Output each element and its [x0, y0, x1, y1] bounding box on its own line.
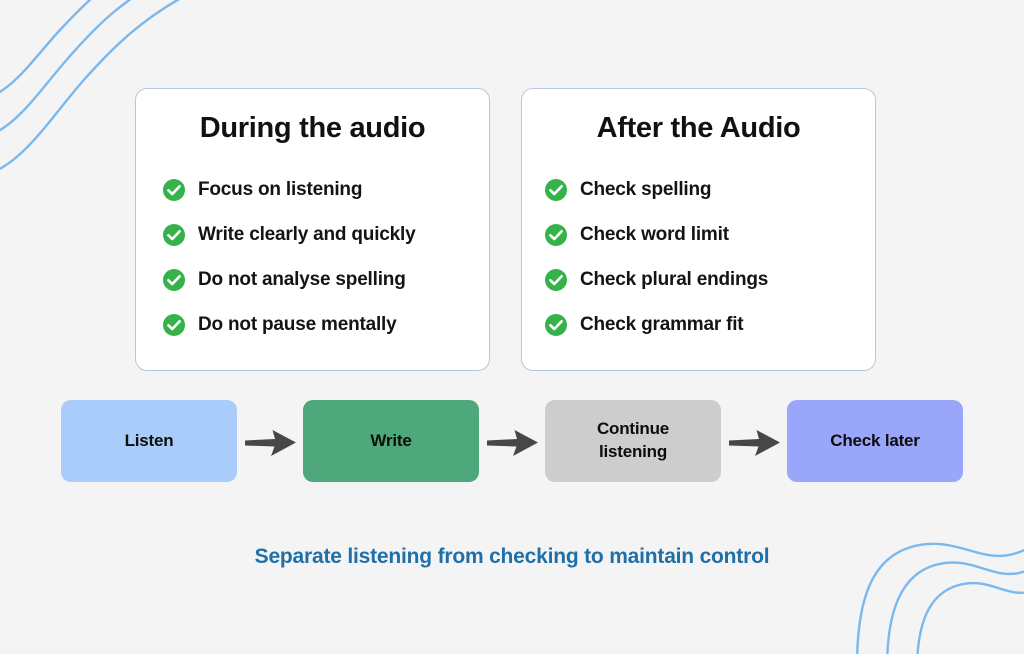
- list-item: Focus on listening: [136, 168, 489, 213]
- wave-lines-bottom-right-icon: [856, 542, 1024, 654]
- flow-step-continue-listening: Continue listening: [545, 400, 721, 482]
- flow-step-label: Continue listening: [597, 418, 669, 464]
- check-circle-icon: [545, 269, 567, 292]
- arrow-right-icon: [729, 430, 780, 456]
- flow-step-label-line2: listening: [598, 442, 668, 461]
- list-item-label: Check grammar fit: [580, 314, 744, 336]
- flow-step-listen: Listen: [61, 400, 237, 482]
- flow-step-label: Listen: [124, 430, 174, 450]
- check-circle-icon: [163, 179, 185, 202]
- check-circle-icon: [163, 224, 185, 247]
- arrow-right-icon: [245, 430, 296, 456]
- list-item: Check word limit: [522, 213, 875, 258]
- list-item: Do not analyse spelling: [136, 258, 489, 303]
- card-title: After the Audio: [596, 112, 801, 144]
- card-after-the-audio: After the Audio Check spelling Check wor…: [521, 88, 876, 371]
- arrow-right-icon: [487, 430, 538, 456]
- list-item-label: Check word limit: [580, 224, 729, 246]
- check-circle-icon: [545, 179, 567, 202]
- list-item: Check plural endings: [522, 258, 875, 303]
- card-during-the-audio: During the audio Focus on listening Writ…: [135, 88, 490, 371]
- list-item-label: Do not pause mentally: [198, 314, 397, 336]
- list-item: Do not pause mentally: [136, 303, 489, 348]
- flow-step-write: Write: [303, 400, 479, 482]
- flow-step-label: Write: [370, 430, 412, 450]
- check-circle-icon: [545, 224, 567, 247]
- summary-caption: Separate listening from checking to main…: [254, 545, 770, 568]
- check-circle-icon: [545, 314, 567, 337]
- process-flow: Listen Write Continue listening Check la…: [0, 400, 1024, 482]
- list-item-label: Check spelling: [580, 179, 712, 201]
- list-item-label: Do not analyse spelling: [198, 269, 406, 291]
- list-item-label: Write clearly and quickly: [198, 224, 416, 246]
- checklist: Check spelling Check word limit Check pl…: [522, 146, 875, 348]
- card-title: During the audio: [199, 112, 426, 144]
- list-item: Write clearly and quickly: [136, 213, 489, 258]
- flow-step-check-later: Check later: [787, 400, 963, 482]
- list-item-label: Focus on listening: [198, 179, 363, 201]
- flow-step-label: Check later: [830, 430, 920, 450]
- list-item: Check spelling: [522, 168, 875, 213]
- list-item-label: Check plural endings: [580, 269, 769, 291]
- check-circle-icon: [163, 269, 185, 292]
- check-circle-icon: [163, 314, 185, 337]
- flow-step-label-line1: Continue: [596, 419, 670, 439]
- list-item: Check grammar fit: [522, 303, 875, 348]
- checklist: Focus on listening Write clearly and qui…: [136, 146, 489, 348]
